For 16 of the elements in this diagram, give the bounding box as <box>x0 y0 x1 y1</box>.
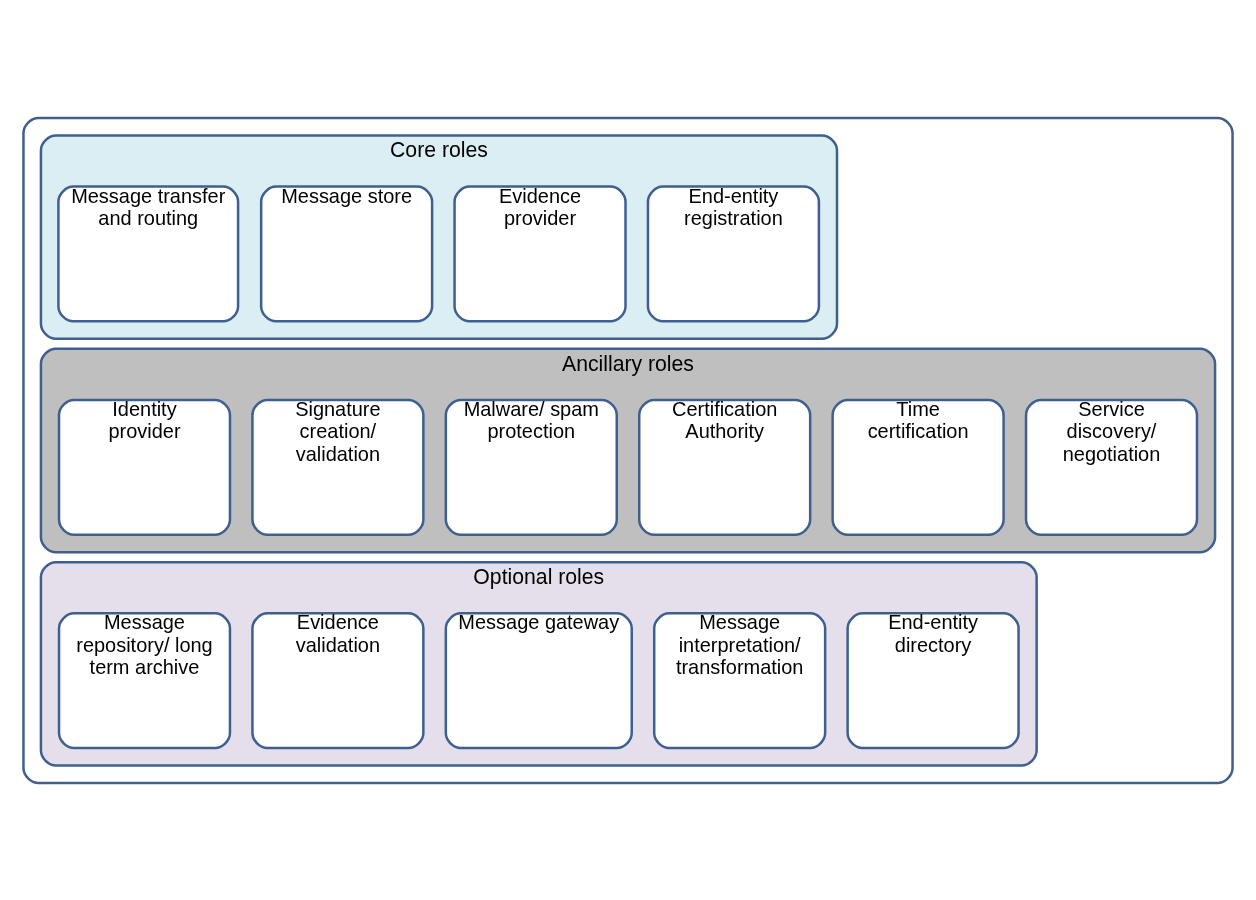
node-box: Identity provider <box>57 398 232 536</box>
node-box: Evidence validation <box>251 611 425 749</box>
node-box: Message transfer and routing <box>57 184 240 323</box>
node-box: Certification Authority <box>638 398 812 536</box>
node-box: Malware/ spam protection <box>444 398 618 536</box>
node-box: Time certification <box>831 398 1005 536</box>
node-box: Signature creation/ validation <box>251 398 425 536</box>
cluster <box>22 116 1234 784</box>
node-box: Message interpretation/ transformation <box>652 611 827 749</box>
node-box: End-entity registration <box>646 184 821 323</box>
node-box: Service discovery/ negotiation <box>1024 398 1199 536</box>
node-box: End-entity directory <box>846 611 1020 749</box>
node-box: Message store <box>259 184 434 323</box>
node-box: Message repository/ long term archive <box>57 611 232 749</box>
node-box: Evidence provider <box>453 184 627 323</box>
node-box: Message gateway <box>444 611 633 749</box>
